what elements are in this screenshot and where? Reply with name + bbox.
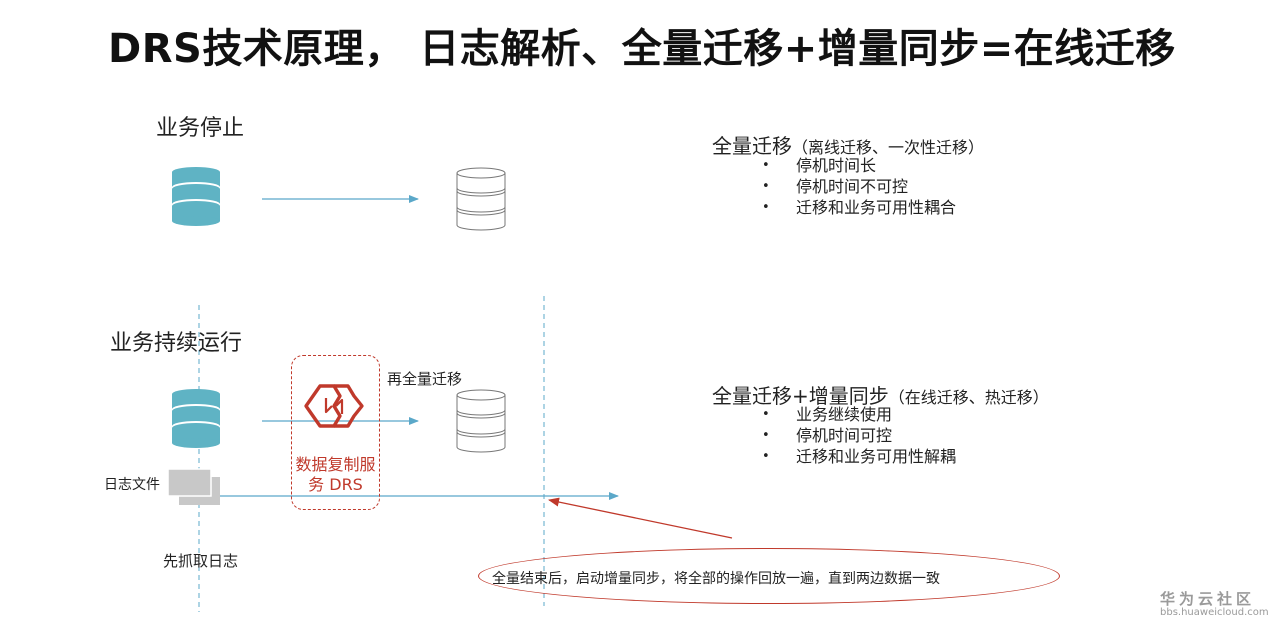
watermark-brand: 华为云社区 <box>1160 590 1256 608</box>
online-bullet: 迁移和业务可用性解耦 <box>762 446 956 467</box>
bottom-section-label: 业务持续运行 <box>110 331 243 356</box>
online-bullet: 业务继续使用 <box>762 404 956 425</box>
note-pointer-arrow <box>548 497 733 539</box>
top-section-label: 业务停止 <box>156 116 245 141</box>
offline-bullet: 停机时间不可控 <box>762 176 956 197</box>
offline-subheading: （离线迁移、一次性迁移） <box>792 138 985 157</box>
source-database-icon-top <box>172 167 220 226</box>
page-title: DRS技术原理， 日志解析、全量迁移+增量同步=在线迁移 <box>108 26 1176 72</box>
offline-bullet: 迁移和业务可用性耦合 <box>762 197 956 218</box>
online-bullet-list: 业务继续使用 停机时间可控 迁移和业务可用性解耦 <box>762 404 956 467</box>
target-database-icon-top <box>456 167 506 231</box>
drs-service-icon <box>304 384 364 428</box>
source-database-icon-bottom <box>172 389 220 448</box>
offline-heading-line: 全量迁移（离线迁移、一次性迁移） <box>712 130 984 159</box>
drs-service-label: 数据复制服务 DRS <box>295 455 376 494</box>
online-subheading: （在线迁移、热迁移） <box>888 388 1049 407</box>
note-text: 全量结束后，启动增量同步，将全部的操作回放一遍，直到两边数据一致 <box>492 571 940 587</box>
log-file-label: 日志文件 <box>104 477 160 493</box>
note-ellipse <box>478 548 1060 604</box>
log-file-icon <box>167 468 220 505</box>
target-database-icon-bottom <box>456 389 506 453</box>
full-migration-label: 再全量迁移 <box>387 370 463 388</box>
offline-heading: 全量迁移 <box>712 134 792 158</box>
offline-bullet: 停机时间长 <box>762 155 956 176</box>
capture-log-label: 先抓取日志 <box>163 552 239 570</box>
drs-service-box <box>291 355 380 510</box>
online-bullet: 停机时间可控 <box>762 425 956 446</box>
offline-bullet-list: 停机时间长 停机时间不可控 迁移和业务可用性耦合 <box>762 155 956 218</box>
watermark-url: bbs.huaweicloud.com <box>1160 607 1269 618</box>
